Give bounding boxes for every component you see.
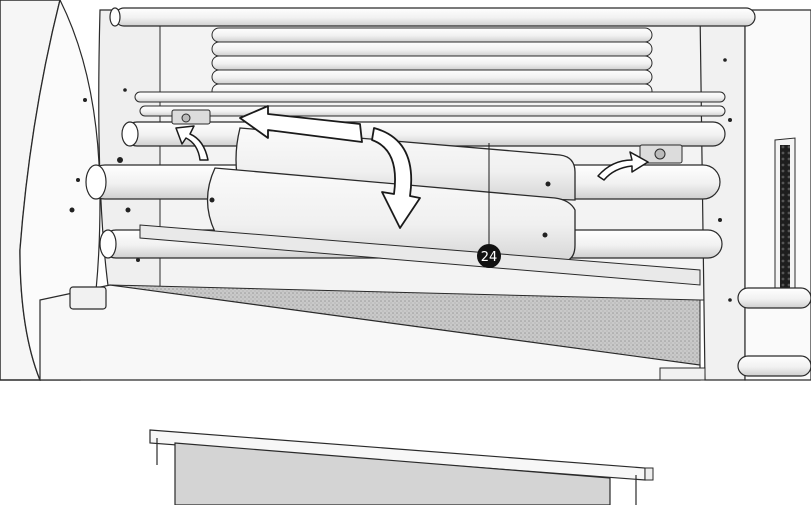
- slide-arrow-left-icon: [239, 105, 363, 143]
- right-lock-bracket: [639, 144, 683, 164]
- lift-arrow-right-icon: [597, 151, 649, 181]
- printer-interior: 24: [0, 0, 811, 381]
- right-clip: [659, 367, 706, 381]
- right-gear-strip: [780, 145, 790, 295]
- detached-part-illustration: [149, 429, 654, 505]
- left-clip: [69, 286, 107, 310]
- upper-tube-stack: [211, 27, 653, 99]
- right-handle-tubes: [737, 287, 811, 377]
- top-rod: [109, 7, 756, 27]
- scale-strip: [139, 224, 701, 286]
- middle-rod: [121, 121, 726, 147]
- lift-arrow-left-icon: [175, 125, 209, 161]
- detached-bar-panel: [174, 442, 611, 505]
- callout-label: 24: [481, 250, 498, 265]
- left-lock-bracket: [171, 109, 211, 125]
- rotate-down-arrow-icon: [371, 127, 421, 229]
- frame-holes-right: [718, 58, 732, 302]
- thin-guide-rod: [134, 91, 726, 117]
- callout-marker: 24: [477, 244, 501, 268]
